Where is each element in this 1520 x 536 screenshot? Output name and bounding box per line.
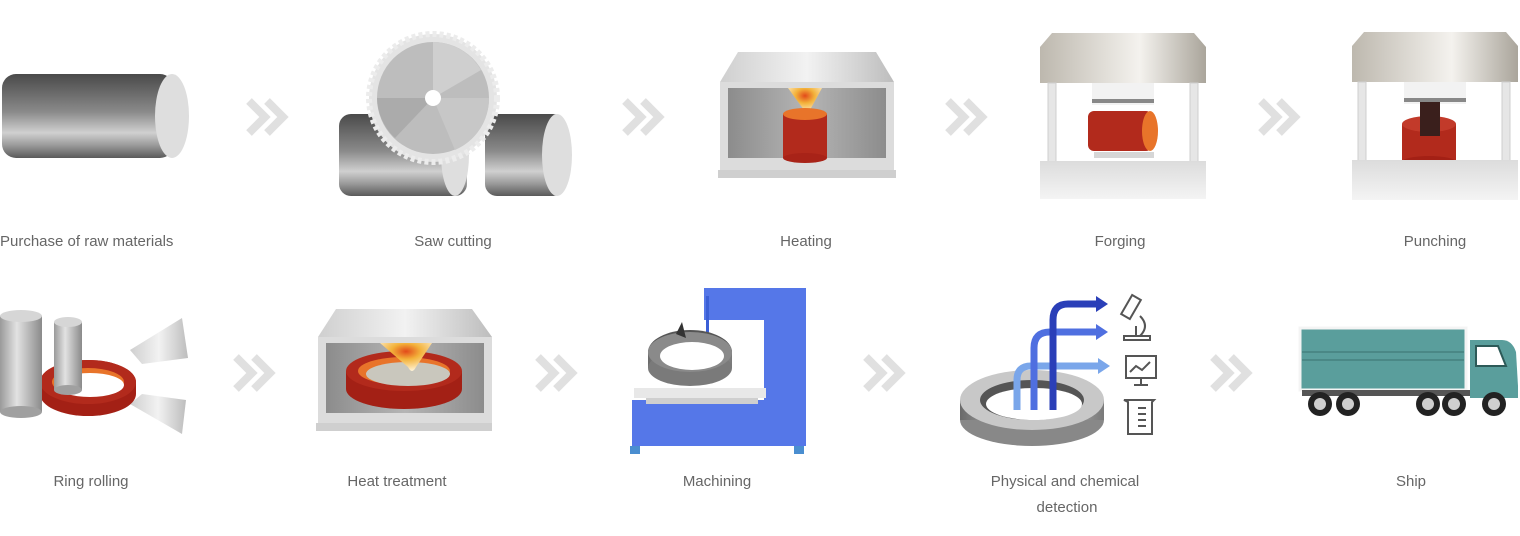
step-label-detection-line1: Physical and chemical xyxy=(990,473,1140,490)
step-label-heating: Heating xyxy=(780,233,832,250)
inspection-icon xyxy=(950,293,1165,448)
step-label-heat-treatment: Heat treatment xyxy=(347,473,447,490)
step-label-ring-rolling: Ring rolling xyxy=(53,473,129,490)
steel-bar-icon xyxy=(0,70,195,165)
step-label-punching: Punching xyxy=(1403,233,1467,250)
beaker-icon xyxy=(1123,399,1157,435)
furnace-icon xyxy=(718,52,898,180)
ring-rolling-icon xyxy=(0,308,190,438)
double-chevron-right-icon xyxy=(534,353,580,393)
double-chevron-right-icon xyxy=(1257,97,1303,137)
double-chevron-right-icon xyxy=(232,353,278,393)
step-label-detection-line2: detection xyxy=(1036,499,1098,516)
step-label-ship: Ship xyxy=(1395,473,1427,490)
step-label-forging: Forging xyxy=(1094,233,1146,250)
heat-treatment-furnace-icon xyxy=(316,309,494,433)
double-chevron-right-icon xyxy=(944,97,990,137)
double-chevron-right-icon xyxy=(1209,353,1255,393)
lathe-machine-icon xyxy=(630,286,810,456)
step-label-purchase: Purchase of raw materials xyxy=(0,233,174,250)
monitor-chart-icon xyxy=(1125,355,1157,386)
forging-press-icon xyxy=(1040,33,1210,199)
double-chevron-right-icon xyxy=(862,353,908,393)
microscope-icon xyxy=(1119,293,1151,341)
step-label-machining: Machining xyxy=(682,473,752,490)
double-chevron-right-icon xyxy=(245,97,291,137)
double-chevron-right-icon xyxy=(621,97,667,137)
circular-saw-icon xyxy=(335,31,575,199)
step-label-saw-cutting: Saw cutting xyxy=(414,233,492,250)
truck-icon xyxy=(1298,326,1520,418)
punching-press-icon xyxy=(1352,32,1520,200)
